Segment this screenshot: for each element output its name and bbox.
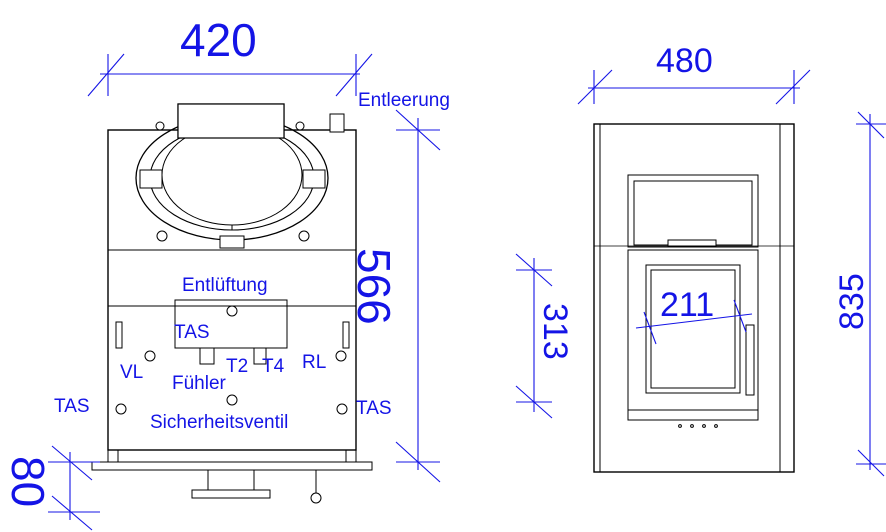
- dim-211: [635, 299, 753, 345]
- door-bottom-rail: [627, 409, 759, 421]
- label-vl: VL: [120, 362, 143, 383]
- clamp-left: [139, 169, 163, 189]
- bolt-top-left: [155, 121, 165, 131]
- upper-window: [627, 174, 759, 248]
- upper-window-inner: [633, 180, 753, 246]
- dim-835: [856, 111, 886, 477]
- bolt-safety-valve: [226, 394, 238, 406]
- label-tas-top: TAS: [174, 322, 210, 343]
- sensor-t2: [199, 347, 215, 365]
- bolt-rl: [335, 350, 347, 362]
- label-entlueftung: Entlüftung: [182, 275, 268, 296]
- glass-inner: [650, 269, 736, 389]
- drain-stub: [329, 113, 345, 133]
- vent-dot: [714, 424, 718, 428]
- clamp-right: [302, 169, 326, 189]
- dim-label-480: 480: [656, 42, 713, 80]
- clamp-bottom: [219, 235, 245, 249]
- dim-label-420: 420: [180, 14, 257, 66]
- right-view: 480 835 313 211: [515, 42, 886, 477]
- dim-420: [87, 53, 373, 97]
- label-fuehler: Fühler: [172, 373, 227, 394]
- flue-pipe-front: [177, 103, 285, 139]
- vent-bolt: [226, 305, 238, 317]
- slot-right: [342, 321, 350, 349]
- vent-dot: [690, 424, 694, 428]
- valve-knob: [310, 492, 322, 504]
- label-tas-left: TAS: [54, 396, 90, 417]
- hinge-strip: [745, 324, 755, 396]
- dim-80: [48, 445, 100, 531]
- label-t2: T2: [226, 356, 248, 377]
- left-view: 420 566 80 Entleerung Entlüftung TAS VL …: [2, 14, 450, 531]
- bolt-tas-left: [115, 403, 127, 415]
- foot-block: [207, 469, 255, 491]
- label-rl: RL: [302, 352, 326, 373]
- door-handle: [667, 239, 717, 247]
- flange-bowl: [161, 124, 303, 226]
- dim-480: [577, 69, 811, 105]
- label-tas-right: TAS: [356, 398, 392, 419]
- dim-label-566: 566: [348, 248, 400, 325]
- bolt-right: [298, 230, 310, 242]
- label-t4: T4: [262, 356, 285, 377]
- sensor-t4: [253, 347, 267, 365]
- foot-plate: [191, 489, 271, 499]
- door-frame: [627, 249, 759, 421]
- bolt-left: [156, 230, 168, 242]
- vent-dot: [702, 424, 706, 428]
- dim-label-80: 80: [2, 456, 54, 507]
- label-entleerung: Entleerung: [358, 90, 450, 111]
- vent-dot: [678, 424, 682, 428]
- dim-313: [515, 253, 553, 419]
- bolt-vl: [144, 350, 156, 362]
- slot-left: [115, 321, 123, 349]
- dim-label-211: 211: [660, 286, 714, 324]
- bolt-top-right: [295, 121, 305, 131]
- base-plate: [91, 461, 373, 471]
- base-frame: [107, 449, 357, 463]
- dim-566: [395, 109, 441, 483]
- label-sicherheitsventil: Sicherheitsventil: [150, 412, 288, 433]
- inner-box: [174, 299, 288, 349]
- dim-label-835: 835: [833, 273, 871, 330]
- right-body-outline: [593, 123, 795, 473]
- glass-outer: [645, 264, 741, 394]
- bolt-tas-right: [336, 403, 348, 415]
- dim-label-313: 313: [536, 303, 574, 360]
